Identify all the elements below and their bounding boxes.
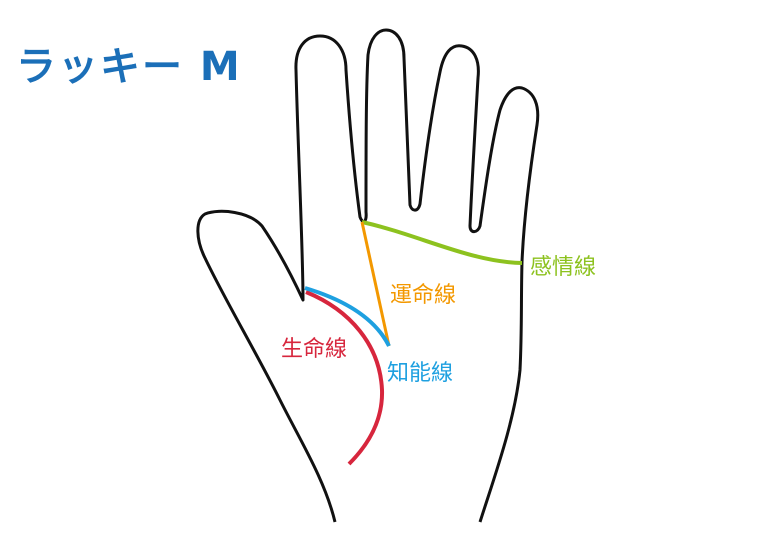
head-line [304, 286, 391, 347]
heart-line [361, 220, 523, 265]
head-line-label: 知能線 [387, 361, 454, 386]
diagram-title: ラッキー M [16, 44, 242, 90]
heart-line-label: 感情線 [530, 255, 597, 280]
life-line [305, 290, 385, 466]
life-line-label: 生命線 [281, 337, 348, 362]
fate-line-label: 運命線 [390, 283, 457, 308]
fate-line [360, 221, 391, 347]
hand-outline [196, 28, 540, 523]
